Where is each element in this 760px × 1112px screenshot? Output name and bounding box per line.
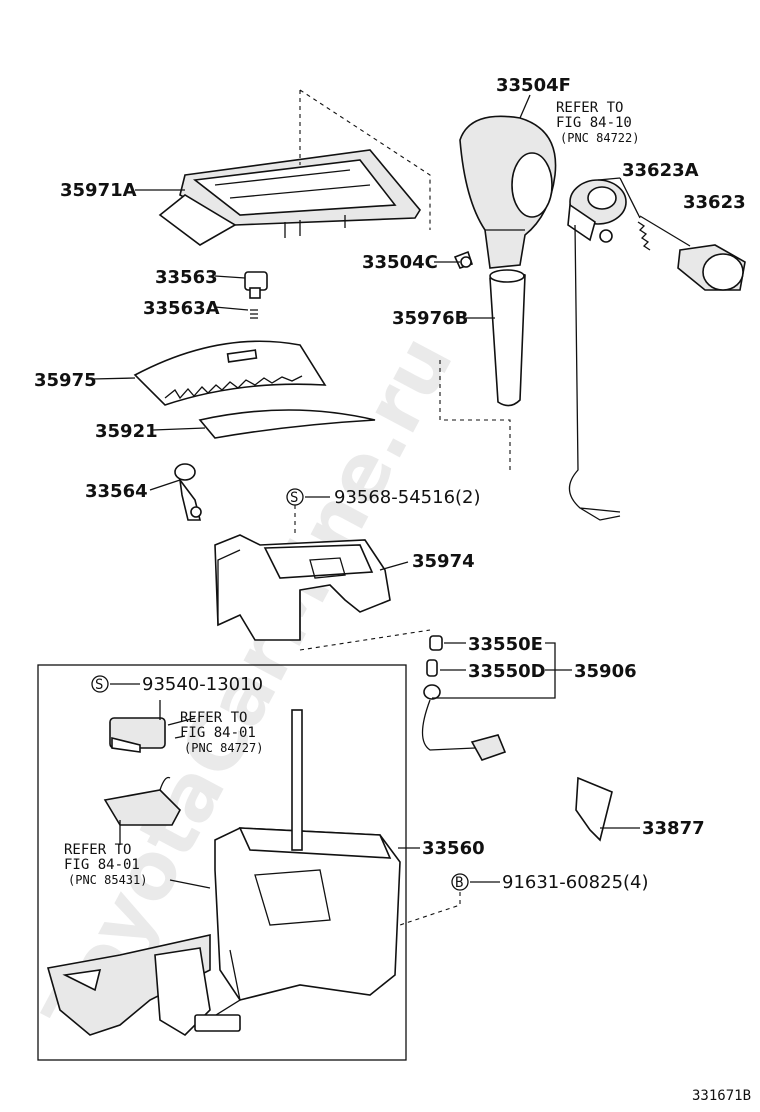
part-35974-shape [214, 534, 391, 641]
label-35975: 35975 [34, 370, 97, 391]
label-33877: 33877 [642, 818, 705, 839]
figure-id: 331671B [692, 1088, 751, 1104]
ref2-line2: FIG 84-01 [180, 725, 256, 741]
label-35976B: 35976B [392, 308, 468, 329]
ref2-line1: REFER TO [180, 710, 247, 726]
label-93540-13010: 93540-13010 [142, 674, 263, 695]
marker-s-93540: S [95, 677, 103, 693]
leader-lines [91, 94, 691, 926]
ref1-line1: REFER TO [556, 100, 623, 116]
ref1-line3: (PNC 84722) [560, 131, 639, 145]
label-33504F: 33504F [496, 75, 571, 96]
label-35971A: 35971A [60, 180, 137, 201]
ref3-line1: REFER TO [64, 842, 131, 858]
part-sensor-84727-shape [109, 717, 166, 753]
part-33563-shape [244, 271, 268, 319]
label-35921: 35921 [95, 421, 158, 442]
ref3-line2: FIG 84-01 [64, 857, 140, 873]
subassembly-box [37, 664, 407, 1061]
ref3-line3: (PNC 85431) [68, 873, 147, 887]
label-33564: 33564 [85, 481, 148, 502]
part-33877-shape [575, 776, 613, 842]
label-33563A: 33563A [143, 298, 220, 319]
label-33563: 33563 [155, 267, 218, 288]
part-33564-shape [174, 463, 202, 521]
label-33550E: 33550E [468, 634, 543, 655]
part-35971A-shape [158, 149, 421, 246]
switch-wire [568, 224, 621, 521]
part-switch-85431-shape [103, 776, 181, 826]
part-33560-shape [46, 709, 401, 1037]
part-33504F-shape [459, 115, 557, 269]
part-35921-shape [198, 409, 376, 439]
label-33560: 33560 [422, 838, 485, 859]
marker-b-91631: B [455, 875, 463, 891]
label-91631-60825: 91631-60825(4) [502, 872, 649, 893]
part-35976B-shape [489, 269, 526, 407]
label-93568-54516: 93568-54516(2) [334, 487, 481, 508]
label-33504C: 33504C [362, 252, 438, 273]
part-35906-shape [421, 635, 507, 761]
label-33623A: 33623A [622, 160, 699, 181]
part-35975-shape [133, 340, 327, 406]
label-35974: 35974 [412, 551, 475, 572]
ref2-line3: (PNC 84727) [184, 741, 263, 755]
ref1-line2: FIG 84-10 [556, 115, 632, 131]
label-33550D: 33550D [468, 661, 546, 682]
label-35906: 35906 [574, 661, 637, 682]
part-33504C-shape [453, 250, 474, 269]
label-33623: 33623 [683, 192, 746, 213]
marker-s-93568: S [290, 490, 298, 506]
